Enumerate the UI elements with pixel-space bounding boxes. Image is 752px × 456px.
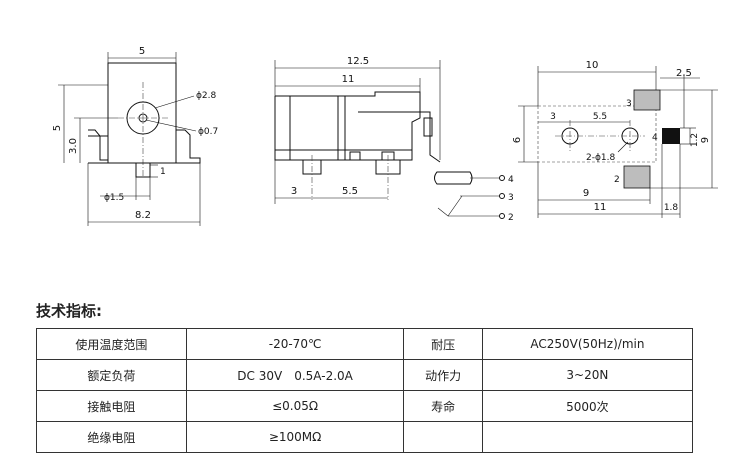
footprint-dim-right-label: 9 <box>700 137 711 143</box>
front-dim-pin-label: ϕ1.5 <box>104 193 124 203</box>
spec-table: 使用温度范围 -20-70℃ 耐压 AC250V(50Hz)/min 额定负荷 … <box>36 328 694 453</box>
footprint-pad-2-label: 2 <box>614 175 620 185</box>
spec-value: AC250V(50Hz)/min <box>481 328 694 360</box>
front-dim-step-label: 1 <box>160 167 166 177</box>
table-row: 绝缘电阻 ≥100MΩ <box>36 421 694 453</box>
front-body-outline <box>107 62 177 164</box>
footprint-dim-left-label: 6 <box>512 137 523 143</box>
front-pin <box>135 162 151 178</box>
schematic-plug <box>434 171 473 185</box>
spec-label: 寿命 <box>403 390 483 422</box>
spec-value: -20-70℃ <box>185 328 405 360</box>
side-spring <box>412 111 441 163</box>
side-dim-pitch-label: 5.5 <box>342 186 358 197</box>
footprint-dim-offset-label: 3 <box>550 112 556 122</box>
side-mark-left <box>349 151 361 161</box>
footprint-pad-2 <box>623 165 651 189</box>
spec-value: ≤0.05Ω <box>185 390 405 422</box>
spec-label: 绝缘电阻 <box>36 421 187 453</box>
front-flange-left-step <box>88 129 108 161</box>
spec-label: 使用温度范围 <box>36 328 187 360</box>
front-leader-large <box>154 95 195 109</box>
footprint-outline <box>537 105 657 163</box>
front-dim-total-label: 8.2 <box>135 210 151 221</box>
front-view: 5 5 3.0 ϕ2.8 ϕ0.7 1 ϕ1.5 8.2 <box>52 46 218 226</box>
front-dim-width-label: 5 <box>139 46 145 57</box>
spec-value: 5000次 <box>481 390 694 422</box>
footprint-pad-4-label: 4 <box>652 133 658 143</box>
spec-value: DC 30V 0.5A-2.0A <box>185 359 405 391</box>
front-dim-center-label: 3.0 <box>68 138 79 154</box>
schematic-pin-3-label: 3 <box>508 193 514 203</box>
footprint-dim-bottom-label: 11 <box>594 202 607 213</box>
front-dim-hole-small-label: ϕ0.7 <box>198 127 218 137</box>
table-row: 接触电阻 ≤0.05Ω 寿命 5000次 <box>36 390 694 422</box>
schematic-switch <box>437 195 463 217</box>
spec-label: 耐压 <box>403 328 483 360</box>
schematic-pin-2-label: 2 <box>508 213 514 223</box>
footprint-dim-pitch-label: 5.5 <box>593 112 607 122</box>
side-dim-total-label: 12.5 <box>347 56 369 67</box>
section-title: 技术指标: <box>36 302 102 320</box>
footprint-dim-holes-label: 2-ϕ1.8 <box>586 153 615 163</box>
spec-label <box>403 421 483 453</box>
spec-value: 3~20N <box>481 359 694 391</box>
footprint-dim-top-label: 10 <box>586 60 599 71</box>
footprint-pad-3-label: 3 <box>626 99 632 109</box>
front-dim-hole-large-label: ϕ2.8 <box>196 91 217 101</box>
front-hole-small <box>138 113 148 123</box>
footprint-dim-span-label: 9 <box>583 188 589 199</box>
footprint-pad-4 <box>662 128 680 144</box>
footprint-dim-pad-width-label: 2.5 <box>676 68 692 79</box>
footprint-pad-3 <box>633 89 661 111</box>
front-leader-small <box>145 119 197 132</box>
front-flange-right <box>176 129 201 164</box>
spec-value <box>481 421 694 453</box>
footprint-dim-edge-label: 1.8 <box>664 203 679 213</box>
spec-label: 动作力 <box>403 359 483 391</box>
technical-drawing: 5 5 3.0 ϕ2.8 ϕ0.7 1 ϕ1.5 8.2 <box>52 46 718 226</box>
schematic: 4 3 2 <box>434 171 514 223</box>
side-view: 12.5 11 3 5.5 <box>274 56 441 204</box>
spec-label: 额定负荷 <box>36 359 187 391</box>
side-dim-offset-label: 3 <box>291 186 297 197</box>
side-dim-body-label: 11 <box>342 74 355 85</box>
footprint-view: 3 4 2 10 2.5 3 5.5 2-ϕ1.8 6 9 <box>512 60 718 218</box>
spec-label: 接触电阻 <box>36 390 187 422</box>
table-row: 使用温度范围 -20-70℃ 耐压 AC250V(50Hz)/min <box>36 328 694 360</box>
spec-value: ≥100MΩ <box>185 421 405 453</box>
schematic-pin-4-label: 4 <box>508 175 514 185</box>
footprint-dim-pad4-label: 1.2 <box>690 133 700 147</box>
table-row: 额定负荷 DC 30V 0.5A-2.0A 动作力 3~20N <box>36 359 694 391</box>
front-dim-height-label: 5 <box>52 125 63 131</box>
